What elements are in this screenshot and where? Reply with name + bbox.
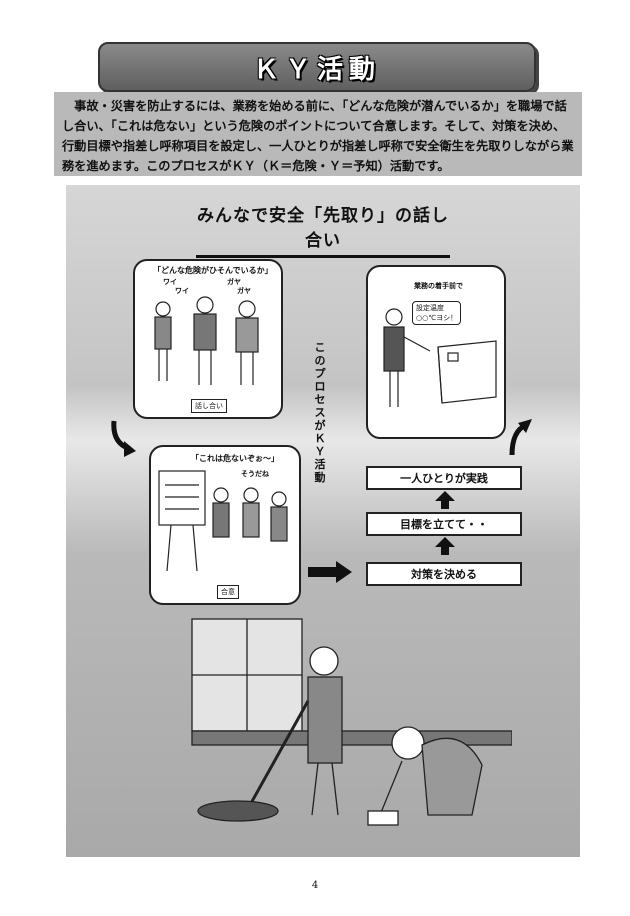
card-pointing-caption: 業務の着手前で: [414, 282, 463, 290]
cleaning-workers-illustration: [191, 618, 512, 826]
up-arrow-stem-1: [441, 501, 449, 509]
bubble-line-2: ○○℃ヨシ！: [416, 314, 458, 322]
up-arrow-stem-2: [441, 547, 449, 555]
discussion-people-illustration: [154, 296, 259, 385]
up-arrow-icon-2: [435, 537, 455, 547]
ky-illustration-panel: みんなで安全「先取り」の話し合い 「どんな危険がひそんでいるか」 ワイ ワイ ガ…: [66, 185, 580, 857]
up-arrow-icon-1: [435, 491, 455, 501]
pointing-worker-illustration: [383, 308, 497, 407]
card-agreement-label: 合意: [217, 585, 239, 599]
card-agreement-sfx: そうだね: [241, 470, 269, 478]
card-discussion-caption: 「どんな危険がひそんでいるか」: [153, 266, 273, 275]
sfx-3: ガヤ: [227, 278, 241, 286]
curved-arrow-left-icon: [111, 420, 136, 457]
intro-paragraph: 事故・災害を防止するには、業務を始める前に、「どんな危険が潜んでいるか」を職場で…: [54, 92, 582, 176]
title-banner: ＫＹ活動: [98, 42, 536, 92]
sfx-1: ワイ: [163, 278, 177, 286]
panel-title: みんなで安全「先取り」の話し合い: [196, 201, 450, 258]
card-agreement: 「これは危ないぞぉ〜」 そうだね 合意: [149, 445, 301, 605]
curved-arrow-right-icon: [509, 419, 532, 456]
vertical-process-text: このプロセスがＫＹ活動: [314, 341, 326, 484]
card-discussion-label: 話し合い: [191, 399, 227, 413]
page-title: ＫＹ活動: [252, 54, 381, 85]
page-number: 4: [311, 880, 319, 891]
bubble-line-1: 設定温度: [416, 304, 444, 312]
speech-bubble: 設定温度 ○○℃ヨシ！: [412, 301, 462, 325]
card-pointing-call: 業務の着手前で 設定温度 ○○℃ヨシ！: [366, 265, 506, 439]
step-decide-measures: 対策を決める: [366, 562, 522, 586]
step-practice: 一人ひとりが実践: [366, 466, 522, 490]
card-agreement-caption: 「これは危ないぞぉ〜」: [191, 454, 279, 463]
step-set-goals: 目標を立てて・・: [366, 512, 522, 536]
sfx-2: ワイ: [175, 287, 189, 295]
card-discussion: 「どんな危険がひそんでいるか」 ワイ ワイ ガヤ ガヤ 話し合い: [133, 259, 283, 419]
sfx-4: ガヤ: [237, 287, 251, 295]
right-arrow-icon: [308, 561, 352, 583]
agreement-board-illustration: [158, 470, 288, 572]
